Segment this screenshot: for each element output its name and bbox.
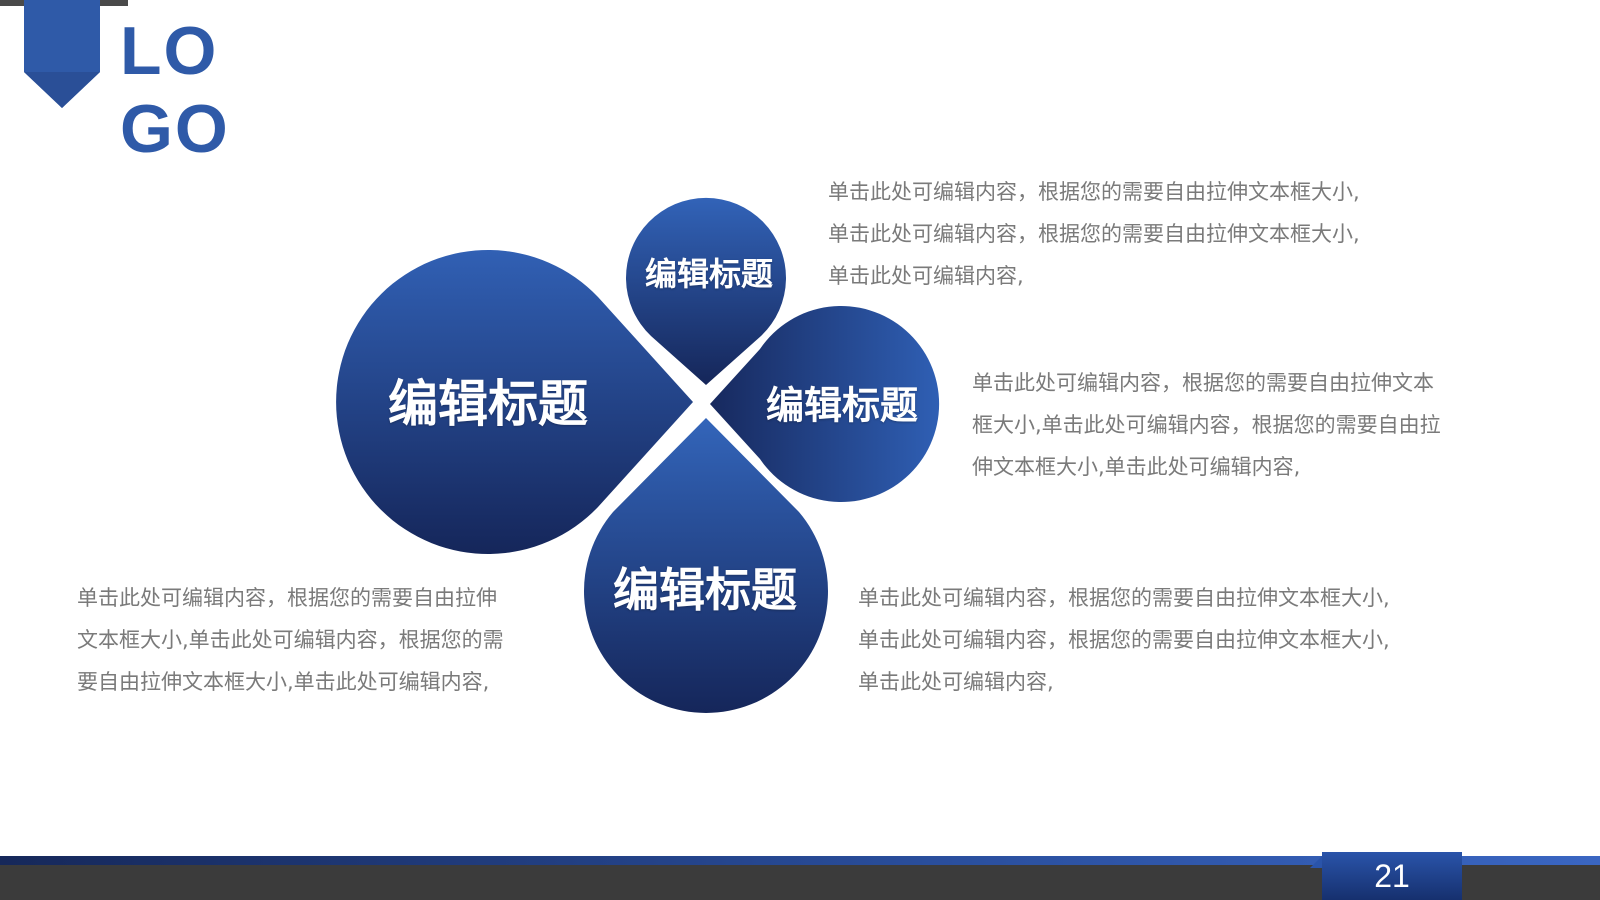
petal-top: [626, 197, 787, 385]
desc-middle-right: 单击此处可编辑内容，根据您的需要自由拉伸文本 框大小,单击此处可编辑内容，根据您…: [972, 362, 1441, 488]
desc-line: 单击此处可编辑内容，根据您的需要自由拉伸文本框大小,: [858, 586, 1390, 610]
desc-line: 伸文本框大小,单击此处可编辑内容,: [972, 455, 1301, 479]
petal-left: [336, 249, 693, 554]
page-number: 21: [1374, 858, 1410, 894]
desc-line: 单击此处可编辑内容，根据您的需要自由拉伸文本框大小,: [858, 628, 1390, 652]
page-number-corner: [1310, 856, 1322, 868]
petal-bottom: [584, 418, 828, 713]
desc-line: 单击此处可编辑内容,: [858, 670, 1054, 694]
desc-line: 单击此处可编辑内容，根据您的需要自由拉伸文本: [972, 371, 1434, 395]
desc-bottom-left: 单击此处可编辑内容，根据您的需要自由拉伸 文本框大小,单击此处可编辑内容，根据您…: [77, 577, 504, 703]
petal-left-label: 编辑标题: [388, 375, 588, 433]
desc-bottom-right: 单击此处可编辑内容，根据您的需要自由拉伸文本框大小, 单击此处可编辑内容，根据您…: [858, 577, 1390, 703]
petal-top-label: 编辑标题: [644, 255, 774, 293]
desc-line: 要自由拉伸文本框大小,单击此处可编辑内容,: [77, 670, 490, 694]
petal-right: [710, 306, 940, 503]
logo-badge-icon: [24, 0, 100, 108]
page-number-box: [1322, 852, 1462, 900]
petal-bottom-label: 编辑标题: [613, 563, 797, 617]
petal-right-label: 编辑标题: [765, 383, 919, 428]
desc-line: 单击此处可编辑内容，根据您的需要自由拉伸文本框大小,: [828, 222, 1360, 246]
footer-accent-stripe: [0, 856, 1600, 865]
desc-line: 单击此处可编辑内容，根据您的需要自由拉伸: [77, 586, 497, 610]
desc-line: 单击此处可编辑内容,: [828, 264, 1024, 288]
desc-line: 框大小,单击此处可编辑内容，根据您的需要自由拉: [972, 413, 1441, 437]
desc-line: 文本框大小,单击此处可编辑内容，根据您的需: [77, 628, 504, 652]
desc-line: 单击此处可编辑内容，根据您的需要自由拉伸文本框大小,: [828, 180, 1360, 204]
desc-top-right: 单击此处可编辑内容，根据您的需要自由拉伸文本框大小, 单击此处可编辑内容，根据您…: [828, 171, 1360, 297]
logo-text: LOGO: [120, 13, 230, 167]
